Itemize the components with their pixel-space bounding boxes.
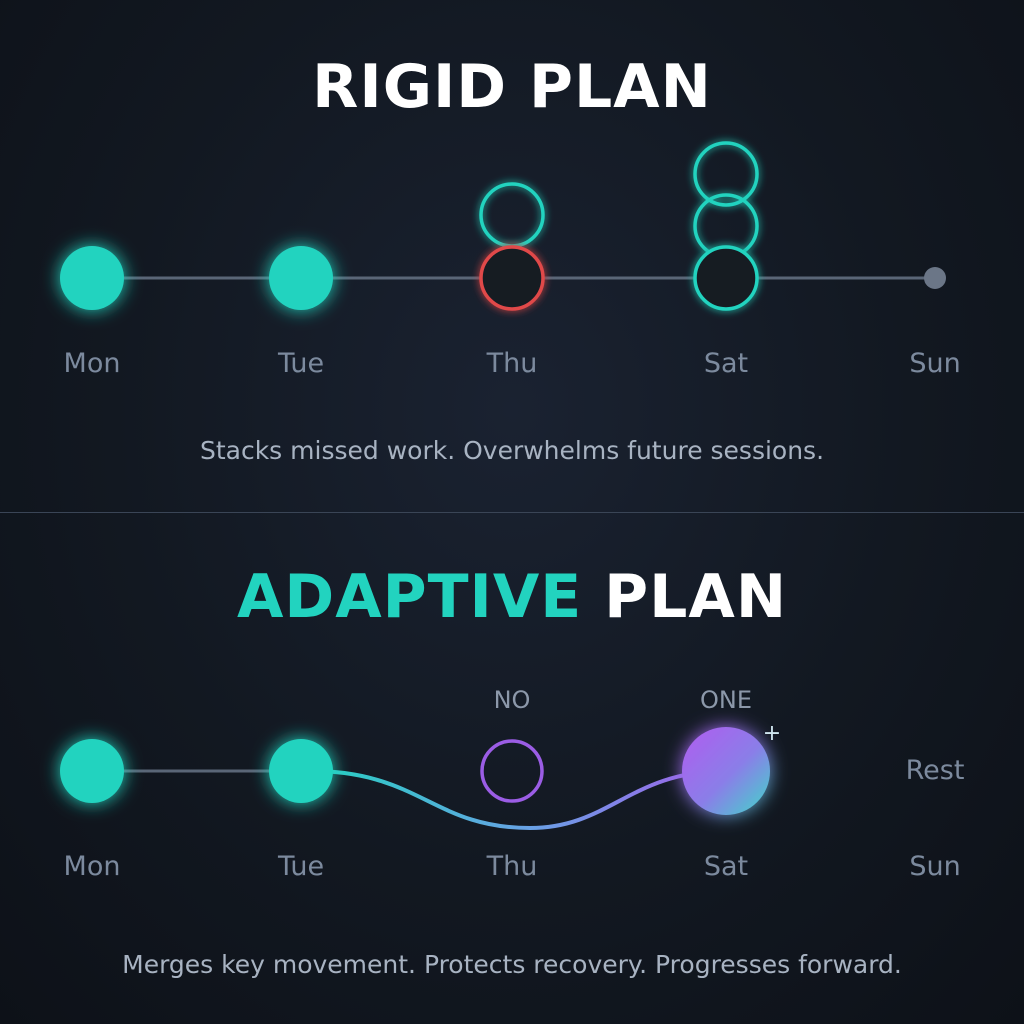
rigid-day-label: Mon bbox=[64, 348, 121, 379]
adaptive-sat-merged-session bbox=[682, 727, 770, 815]
plus-icon: + bbox=[763, 721, 781, 746]
adaptive-plan-title: ADAPTIVE PLAN bbox=[0, 562, 1024, 632]
rigid-caption: Stacks missed work. Overwhelms future se… bbox=[199, 436, 825, 465]
adaptive-day-label: Mon bbox=[64, 851, 121, 882]
adaptive-mon-session bbox=[60, 739, 124, 803]
rigid-day-label: Thu bbox=[486, 348, 538, 379]
adaptive-day-label: Sun bbox=[909, 851, 960, 882]
rigid-plan-title: RIGID PLAN bbox=[312, 52, 712, 122]
adaptive-merge-curve bbox=[300, 768, 727, 831]
adaptive-day-label: Thu bbox=[486, 851, 538, 882]
rigid-thu-missed-session bbox=[479, 245, 545, 311]
rigid-thu-stacked-session bbox=[479, 182, 545, 248]
rigid-day-label: Tue bbox=[277, 348, 324, 379]
section-divider bbox=[0, 512, 1024, 513]
adaptive-sat-label: ONE bbox=[700, 686, 752, 714]
adaptive-day-label: Tue bbox=[277, 851, 324, 882]
adaptive-thu-skipped-session bbox=[480, 739, 544, 803]
rigid-mon-session bbox=[60, 246, 124, 310]
adaptive-title-accent: ADAPTIVE bbox=[236, 562, 583, 632]
rigid-day-label: Sun bbox=[909, 348, 960, 379]
rigid-sun-rest-dot bbox=[924, 267, 946, 289]
rigid-sat-session bbox=[693, 245, 759, 311]
adaptive-caption: Merges key movement. Protects recovery. … bbox=[122, 950, 902, 979]
rigid-day-label: Sat bbox=[704, 348, 748, 379]
rigid-sat-stacked-session-3 bbox=[693, 141, 759, 207]
rigid-tue-session bbox=[269, 246, 333, 310]
adaptive-sun-rest-label: Rest bbox=[906, 755, 965, 786]
adaptive-thu-label: NO bbox=[494, 686, 531, 714]
adaptive-day-label: Sat bbox=[704, 851, 748, 882]
adaptive-title-plain: PLAN bbox=[604, 562, 788, 632]
adaptive-tue-session bbox=[269, 739, 333, 803]
